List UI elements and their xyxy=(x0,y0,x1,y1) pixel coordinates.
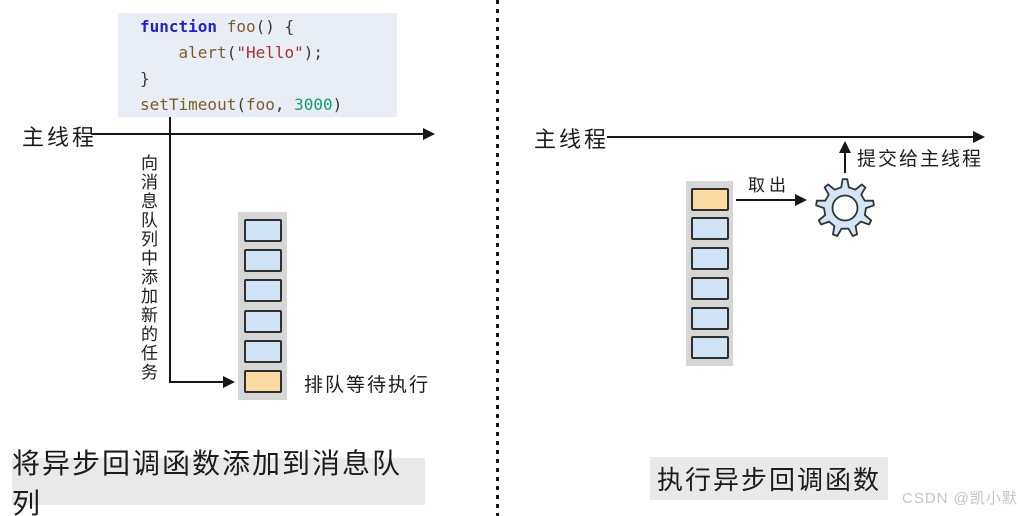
takeout-arrowhead xyxy=(795,194,807,206)
code-line: alert("Hello"); xyxy=(140,43,324,62)
gear-icon xyxy=(815,178,875,237)
dashed-divider-line xyxy=(496,0,499,516)
main-thread-label-right: 主线程 xyxy=(534,127,610,152)
queue-task-blue xyxy=(690,217,729,241)
queue-waiting-label: 排队等待执行 xyxy=(304,375,431,396)
queue-task-orange xyxy=(690,187,729,211)
vertical-note-add-task: 向消息队列中添加新的任务 xyxy=(138,154,157,382)
submit-arrowhead xyxy=(839,141,851,153)
main-thread-line-left xyxy=(91,133,425,135)
enqueue-arrowhead xyxy=(223,376,235,388)
code-snippet: function foo() { alert("Hello");} setTime… xyxy=(118,13,397,117)
message-queue-left xyxy=(238,212,287,400)
code-line: } xyxy=(140,69,150,88)
watermark: CSDN @凯小默 xyxy=(902,490,1018,507)
queue-task-blue xyxy=(243,219,282,243)
queue-task-blue xyxy=(690,306,729,330)
submit-arrow-line xyxy=(844,152,846,173)
caption-left: 将异步回调函数添加到消息队列 xyxy=(12,448,425,516)
submit-label: 提交给主线程 xyxy=(857,149,984,170)
caption-right: 执行异步回调函数 xyxy=(650,457,888,500)
queue-task-blue xyxy=(690,247,729,271)
queue-task-blue xyxy=(243,309,282,333)
main-thread-arrowhead-right xyxy=(973,131,985,143)
code-line: setTimeout(foo, 3000) xyxy=(140,95,343,114)
queue-task-blue xyxy=(243,339,282,363)
queue-task-orange xyxy=(243,369,282,393)
queue-task-blue xyxy=(243,279,282,303)
takeout-label: 取出 xyxy=(748,176,790,195)
timeout-drop-line xyxy=(169,117,171,383)
enqueue-arrow-line xyxy=(169,381,225,383)
queue-task-blue xyxy=(690,276,729,300)
main-thread-arrowhead-left xyxy=(423,128,435,140)
queue-task-blue xyxy=(243,249,282,273)
message-queue-right xyxy=(686,181,733,366)
main-thread-label-left: 主线程 xyxy=(22,125,98,150)
takeout-arrow-line xyxy=(736,199,797,201)
queue-task-blue xyxy=(690,336,729,360)
code-line: function foo() { xyxy=(140,17,295,36)
main-thread-line-right xyxy=(607,136,975,138)
